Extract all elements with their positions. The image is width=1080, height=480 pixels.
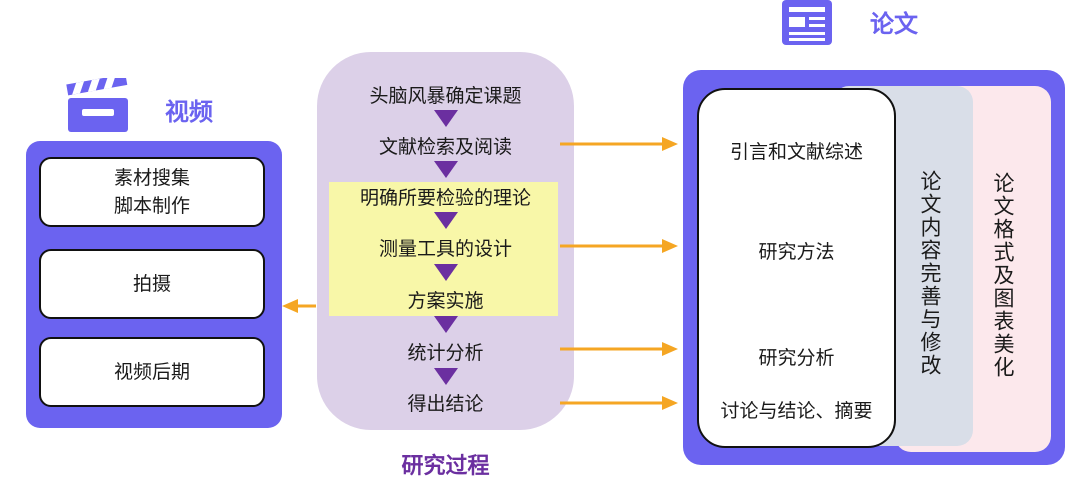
arrow-process-to-video (282, 299, 316, 313)
down-triangle-icon (434, 110, 458, 127)
process-step-topic: 头脑风暴确定课题 (369, 85, 522, 107)
video-item-post: 视频后期 (39, 337, 265, 407)
format-label: 论文格式及图表美化 (991, 172, 1015, 379)
down-triangle-icon (434, 212, 458, 229)
paper-section-analysis: 研究分析 (758, 347, 835, 369)
process-step-instrument: 测量工具的设计 (378, 238, 512, 260)
paper-section-discussion: 讨论与结论、摘要 (720, 400, 873, 422)
down-triangle-icon (434, 316, 458, 333)
down-triangle-icon (434, 161, 458, 178)
process-highlight (329, 182, 558, 316)
video-title: 视频 (165, 98, 213, 126)
video-item-label: 素材搜集 脚本制作 (113, 167, 190, 217)
paper-title: 论文 (870, 10, 918, 38)
down-triangle-icon (434, 264, 458, 281)
down-triangle-icon (434, 368, 458, 385)
paper-section-method: 研究方法 (758, 241, 835, 263)
video-item-material: 素材搜集 脚本制作 (39, 157, 265, 227)
revise-label: 论文内容完善与修改 (918, 170, 942, 377)
video-item-label: 视频后期 (113, 361, 190, 383)
paper-content-box (697, 88, 896, 448)
paper-section-intro: 引言和文献综述 (729, 141, 863, 163)
video-panel: 素材搜集 脚本制作 拍摄 视频后期 (26, 141, 282, 428)
document-icon (782, 0, 832, 45)
process-title: 研究过程 (401, 454, 490, 479)
arrow-analysis-to-analysis (560, 342, 678, 356)
process-step-implementation: 方案实施 (407, 290, 484, 312)
process-step-literature: 文献检索及阅读 (378, 136, 512, 158)
video-item-label: 拍摄 (132, 273, 171, 295)
arrow-instrument-to-method (560, 239, 678, 253)
arrow-literature-to-intro (560, 137, 678, 151)
video-item-shooting: 拍摄 (39, 249, 265, 319)
clapperboard-icon (66, 78, 128, 132)
process-step-conclusion: 得出结论 (407, 393, 484, 415)
process-step-analysis: 统计分析 (407, 342, 484, 364)
arrow-conclusion-to-discussion (560, 396, 678, 410)
process-step-theory: 明确所要检验的理论 (359, 187, 531, 209)
